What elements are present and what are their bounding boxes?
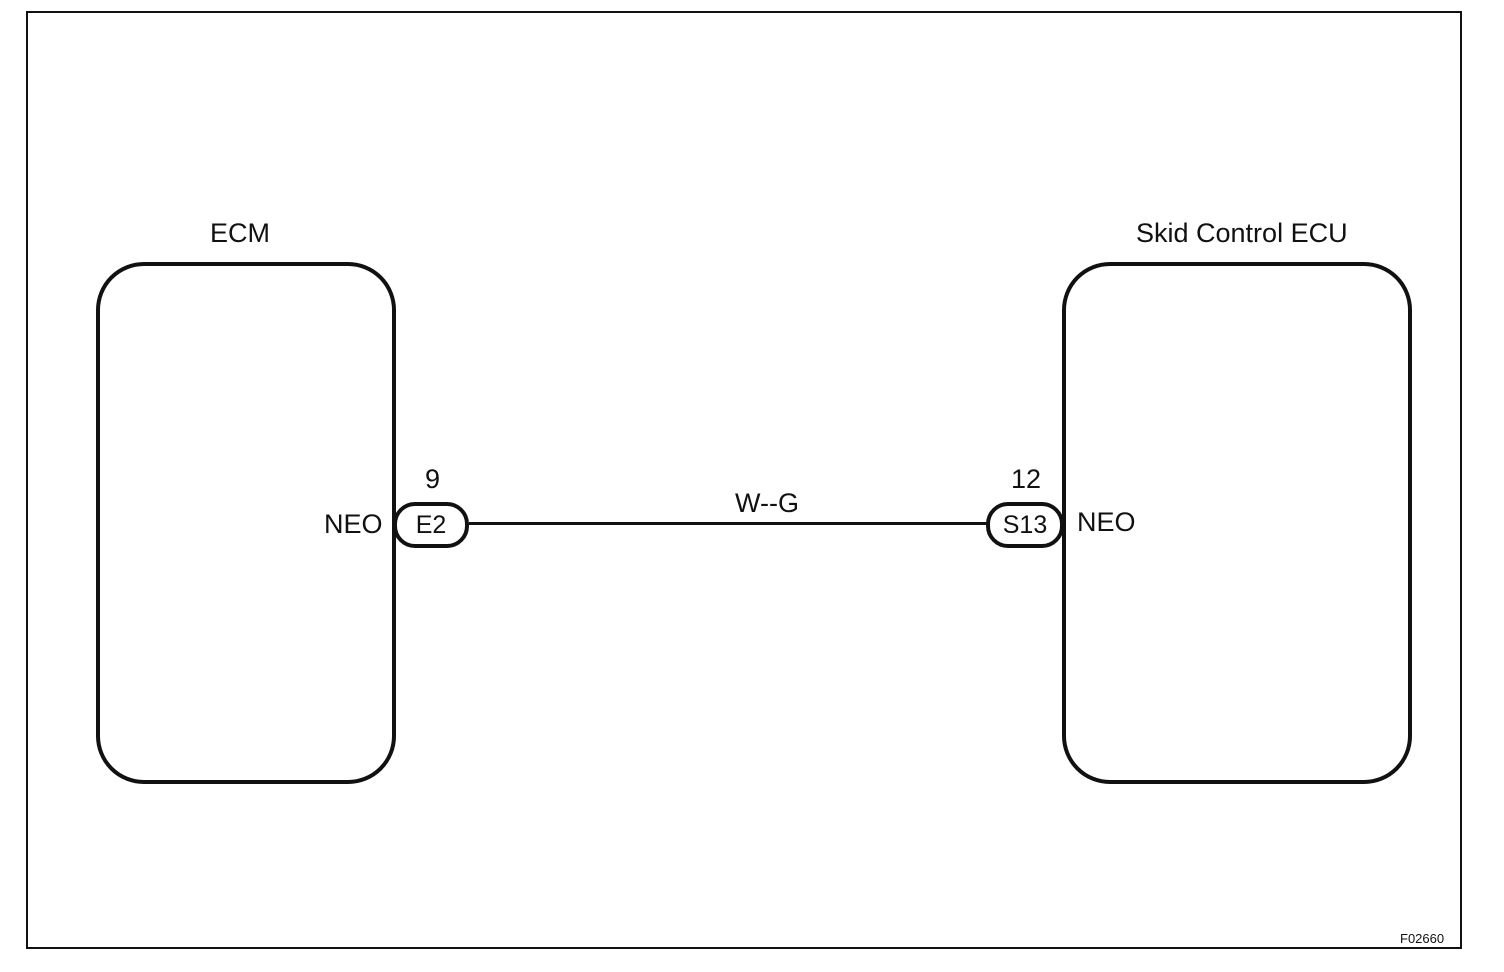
skid-control-ecu-terminal-label: NEO xyxy=(1077,507,1136,537)
ecm-connector-id: E2 xyxy=(415,510,447,539)
figure-code: F02660 xyxy=(1400,931,1445,946)
skid-control-ecu-connector-id: S13 xyxy=(1002,510,1048,539)
ecm-pin-number: 9 xyxy=(425,464,441,494)
ecm-connector-e2: E2 xyxy=(393,502,469,548)
skid-control-ecu-box xyxy=(1062,262,1412,784)
signal-wire xyxy=(469,522,987,525)
skid-control-ecu-pin-number: 12 xyxy=(1011,464,1042,494)
ecm-label: ECM xyxy=(210,218,270,248)
skid-control-ecu-label: Skid Control ECU xyxy=(1136,218,1348,248)
wire-color-code: W--G xyxy=(735,488,799,518)
ecm-terminal-label: NEO xyxy=(324,509,383,539)
diagram-frame xyxy=(26,11,1462,949)
skid-control-ecu-connector-s13: S13 xyxy=(986,502,1064,548)
